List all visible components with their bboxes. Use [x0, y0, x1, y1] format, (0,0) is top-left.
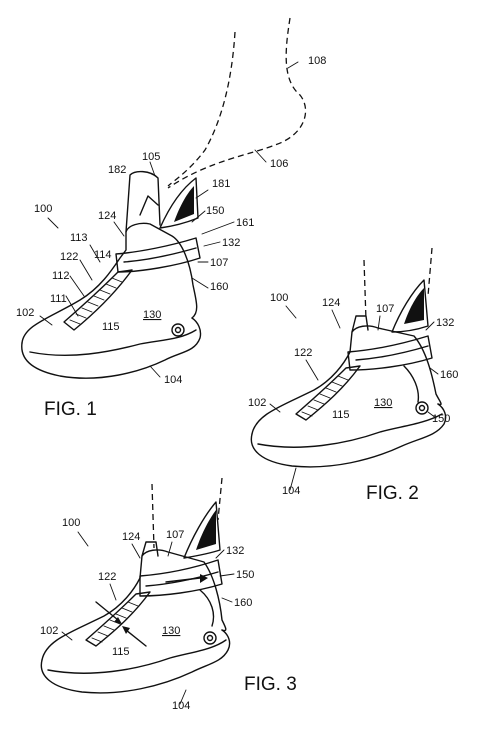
ref-181: 181	[212, 178, 230, 190]
ref2-160: 160	[440, 369, 458, 381]
ref3-124: 124	[122, 531, 140, 543]
fig3-collar	[141, 541, 159, 557]
ref2-124: 124	[322, 297, 340, 309]
ref-107: 107	[210, 257, 228, 269]
ref-102: 102	[16, 307, 34, 319]
fig2-upper	[251, 325, 442, 435]
ref-108: 108	[308, 55, 326, 67]
fig1-strap	[115, 237, 201, 273]
ref-115: 115	[102, 321, 120, 333]
ref3-104: 104	[172, 700, 190, 712]
ref-113: 113	[70, 232, 88, 244]
fig2-leg-right	[427, 247, 433, 297]
ref-105: 105	[142, 151, 160, 163]
ref-112: 112	[52, 270, 70, 282]
ref2-104: 104	[282, 485, 300, 497]
ref3-130: 130	[162, 625, 180, 637]
figure-1: 105 182 181 108 106 100 124 150 161 132 …	[16, 17, 326, 420]
ref2-130: 130	[374, 397, 392, 409]
fig3-title: FIG. 3	[244, 674, 297, 695]
fig2-sole	[250, 403, 447, 468]
fig1-leg-outline-back	[167, 17, 307, 189]
ref2-107: 107	[376, 303, 394, 315]
ref-106: 106	[270, 158, 288, 170]
ref-160: 160	[210, 281, 228, 293]
fig2-fin	[391, 279, 429, 333]
ref3-102: 102	[40, 625, 58, 637]
ref-150: 150	[206, 205, 224, 217]
fig1-collar	[125, 170, 161, 233]
ref2-122: 122	[294, 347, 312, 359]
fig3-leg-right	[217, 477, 223, 521]
fig1-title: FIG. 1	[44, 399, 97, 420]
ref-122: 122	[60, 251, 78, 263]
fig3-upper	[41, 549, 227, 661]
fig3-compress-arrow-top	[95, 601, 119, 621]
ref3-160: 160	[234, 597, 252, 609]
ref3-122: 122	[98, 571, 116, 583]
ref-104: 104	[164, 374, 182, 386]
fig2-leg-left	[363, 259, 367, 321]
fig1-fin	[159, 177, 199, 229]
ref2-150: 150	[432, 413, 450, 425]
ref-100: 100	[34, 203, 52, 215]
ref3-100: 100	[62, 517, 80, 529]
ref2-132: 132	[436, 317, 454, 329]
fig3-compress-arrow-bottom	[125, 629, 147, 647]
ref-161: 161	[236, 217, 254, 229]
ref-130: 130	[143, 309, 161, 321]
ref3-115: 115	[112, 646, 130, 658]
ref-182: 182	[108, 164, 126, 176]
fig2-title: FIG. 2	[366, 483, 419, 504]
fig3-sole	[40, 629, 231, 694]
ref2-100: 100	[270, 292, 288, 304]
fig3-lace-cover	[85, 591, 151, 647]
fig2-collar	[351, 315, 369, 333]
fig3-strap	[139, 559, 223, 597]
fig1-lace-cover	[63, 269, 133, 331]
ref-124: 124	[98, 210, 116, 222]
ref3-132: 132	[226, 545, 244, 557]
ref-132: 132	[222, 237, 240, 249]
figure-3: 100 124 107 132 122 150 160 102 130 115 …	[40, 477, 297, 712]
fig3-fin	[183, 501, 221, 559]
fig2-lace-cover	[295, 365, 361, 421]
fig2-strap	[347, 335, 433, 371]
ref3-107: 107	[166, 529, 184, 541]
fig1-upper	[21, 222, 198, 344]
ref-114: 114	[94, 249, 112, 261]
figure-2: 100 124 107 132 122 160 102 130 150 115 …	[248, 247, 458, 504]
fig3-leg-left	[151, 483, 155, 549]
fig3-tighten-arrow	[165, 577, 201, 583]
ref2-115: 115	[332, 409, 350, 421]
ref-111: 111	[50, 293, 67, 305]
ref2-102: 102	[248, 397, 266, 409]
fig1-sole	[21, 317, 202, 379]
fig1-leg-outline	[167, 31, 236, 187]
ref3-150: 150	[236, 569, 254, 581]
